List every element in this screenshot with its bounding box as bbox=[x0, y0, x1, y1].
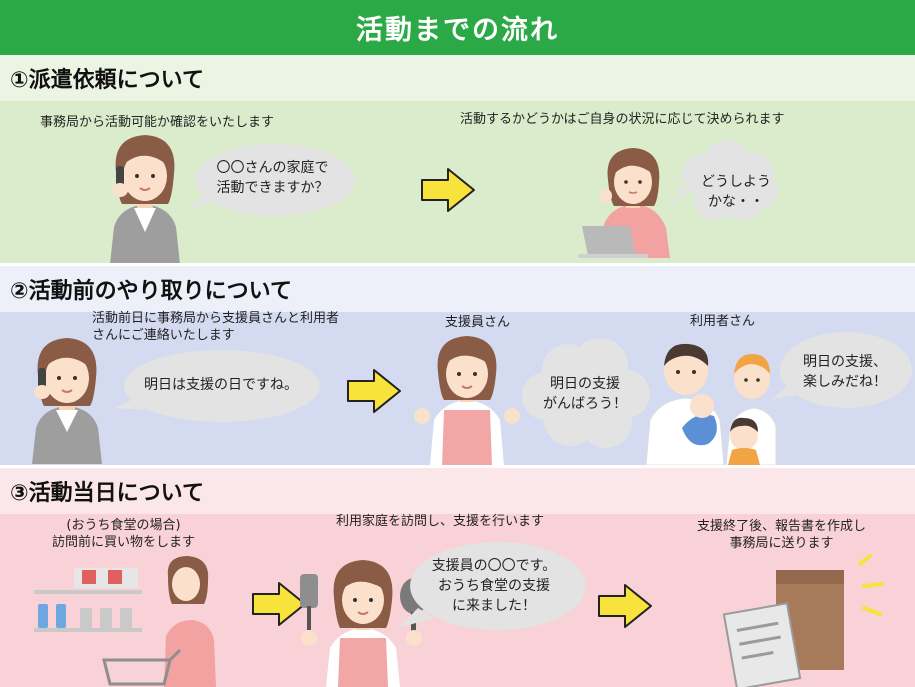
s2-left-speech-bubble bbox=[114, 350, 320, 422]
s1-left-bubble-text: 〇〇さんの家庭で 活動できますか？ bbox=[216, 160, 329, 196]
helper-thinking-illustration bbox=[578, 148, 670, 258]
section-divider bbox=[0, 263, 915, 266]
s2-right-speech-bubble bbox=[770, 332, 912, 408]
s3-arrow-icon bbox=[252, 582, 306, 626]
s1-right-caption: 活動するかどうかはご自身の状況に応じて決められます bbox=[460, 112, 785, 127]
s3-right-caption: 支援終了後、報告書を作成し 事務局に送ります bbox=[697, 519, 867, 551]
s1-left-speech-bubble bbox=[185, 144, 355, 216]
s1-left-caption: 事務局から活動可能か確認をいたします bbox=[40, 115, 275, 130]
s3-arrow-right-icon bbox=[598, 584, 652, 628]
s2-mid-caption: 支援員さん bbox=[445, 315, 511, 330]
s3-mid-caption: 利用家庭を訪問し、支援を行います bbox=[336, 514, 545, 529]
s2-right-bubble-text: 明日の支援、 楽しみだね！ bbox=[803, 354, 887, 390]
s2-left-bubble-text: 明日は支援の日ですね。 bbox=[144, 377, 298, 393]
supporter-cooking-illustration bbox=[300, 560, 428, 687]
report-document-icon bbox=[722, 554, 884, 687]
s3-mid-bubble-text: 支援員の〇〇です。 おうち食堂の支援 に来ました！ bbox=[431, 558, 557, 614]
section-1-heading: ①派遣依頼について bbox=[0, 55, 915, 101]
s1-right-thought-bubble bbox=[669, 140, 778, 220]
section-2-heading: ②活動前のやり取りについて bbox=[0, 266, 915, 312]
s2-right-caption: 利用者さん bbox=[690, 314, 756, 329]
s2-mid-thought-bubble bbox=[522, 338, 650, 448]
s1-right-bubble-text: どうしよう かな・・ bbox=[701, 174, 771, 210]
s3-mid-speech-bubble bbox=[398, 542, 586, 630]
page-title: 活動までの流れ bbox=[0, 0, 915, 55]
staff-calling-illustration bbox=[32, 338, 102, 464]
staff-on-phone-illustration bbox=[110, 135, 180, 264]
supporter-apron-illustration bbox=[414, 336, 520, 466]
s2-mid-bubble-text: 明日の支援 がんばろう！ bbox=[543, 376, 627, 412]
s1-arrow-icon bbox=[421, 168, 475, 212]
s2-arrow-icon bbox=[347, 369, 401, 413]
s2-left-caption: 活動前日に事務局から支援員さんと利用者 さんにご連絡いたします bbox=[92, 311, 340, 343]
section-3-heading: ③活動当日について bbox=[0, 468, 915, 514]
family-illustration bbox=[645, 343, 777, 466]
s3-left-caption: (おうち食堂の場合) 訪問前に買い物をします bbox=[52, 518, 196, 550]
shopping-illustration bbox=[34, 556, 216, 687]
section-divider bbox=[0, 465, 915, 468]
